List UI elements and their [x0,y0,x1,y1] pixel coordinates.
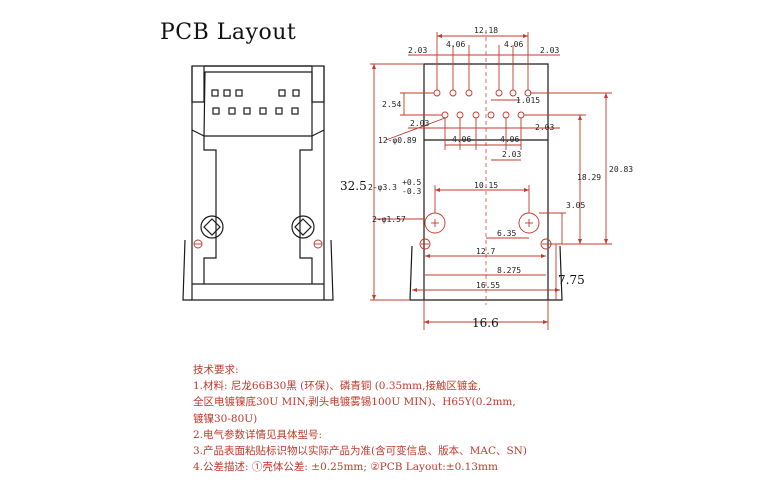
page-title: PCB Layout [160,20,297,45]
notes-line-4: 2.电气参数详情见具体型号: [193,428,323,441]
dim-12-7: 12.7 [476,247,495,256]
dim-16-6: 16.6 [472,316,499,330]
notes-heading: 技术要求: [193,364,239,376]
notes-line-1: 1.材料: 尼龙66B30黑 (环保)、磷青铜 (0.35mm,接触区镀金, [193,380,482,393]
dim-2-54: 2.54 [382,100,401,109]
dimension-labels: 12.18 2.03 4.06 4.06 2.03 2.54 1.015 2.0… [340,26,633,330]
dim-20-83: 20.83 [609,165,633,174]
dim-2-03-b: 2.03 [540,46,559,55]
notes-line-3: 镀镍30-80U) [193,412,258,425]
pin-holes-row-2 [441,111,525,119]
dim-6-35: 6.35 [497,229,516,238]
dim-3-05: 3.05 [566,201,585,210]
dim-2-03-e: 2.03 [502,150,521,159]
dim-8-275: 8.275 [497,266,521,275]
notes-line-5: 3.产品表面粘贴标识物以实际产品为准(含可变信息、版本、MAC、SN) [193,445,527,458]
dim-12-phi: 12-φ0.89 [378,136,417,145]
pcb-footprint-view [370,30,612,330]
notes-line-6: 4.公差描述: ①壳体公差: ±0.25mm; ②PCB Layout:±0.1… [193,461,498,474]
dim-tol: 2-φ3.3 [368,183,397,192]
dim-4-06-d: 4.06 [500,135,519,144]
connector-front-view [182,65,334,301]
dim-2-phi: 2-φ1.57 [372,215,406,224]
dim-12-18: 12.18 [474,26,498,35]
dim-18-29: 18.29 [577,173,601,182]
dim-4-06-a: 4.06 [446,40,465,49]
dim-2-03-d: 2.03 [535,123,554,132]
notes-line-2: 全区电镀镍底30U MIN,剥头电镀雾锡100U MIN)、H65Y(0.2mm… [193,396,516,409]
dim-10-15: 10.15 [474,181,498,190]
dim-4-06-b: 4.06 [504,40,523,49]
dim-7-75: 7.75 [558,273,585,287]
dim-16-55: 16.55 [476,281,500,290]
technical-notes: 技术要求: 1.材料: 尼龙66B30黑 (环保)、磷青铜 (0.35mm,接触… [193,362,527,475]
dim-4-06-c: 4.06 [452,135,471,144]
dim-2-03-c: 2.03 [410,119,429,128]
dim-1-015: 1.015 [516,96,540,105]
dim-tol-plus: +0.5 [402,178,421,187]
dim-tol-minus: -0.3 [402,187,421,196]
dim-2-03-a: 2.03 [408,46,427,55]
dim-32-5: 32.5 [340,179,367,193]
